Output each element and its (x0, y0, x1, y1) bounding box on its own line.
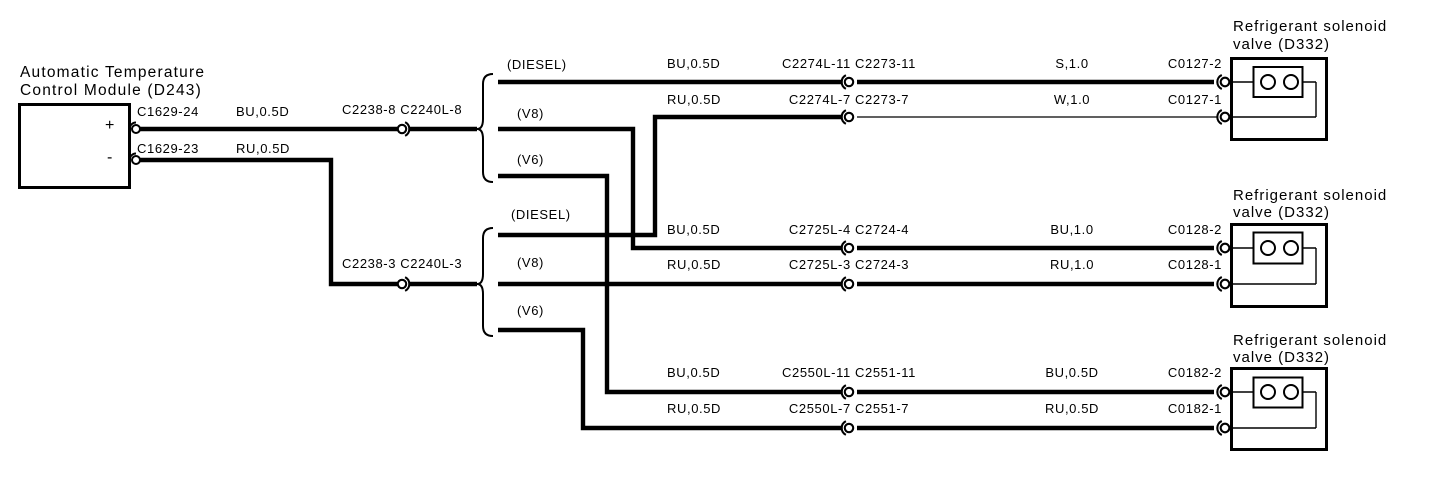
valve2-title-line1: Refrigerant solenoid (1233, 187, 1388, 204)
row6-pin-label: C0182-1 (1167, 401, 1222, 416)
row4-wire-right-label: RU,1.0 (1049, 257, 1095, 272)
row5-connector-label: C2550L-11 C2551-11 (782, 365, 916, 380)
valve-box-2 (1230, 223, 1328, 308)
solenoid-coil-terminal (1283, 240, 1299, 256)
row2-connector-label: C2274L-7 C2273-7 (788, 92, 910, 107)
wire-diesel-negative (498, 114, 841, 238)
row4-connector-label: C2725L-3 C2724-3 (788, 257, 910, 272)
solenoid-coil-terminal (1260, 74, 1276, 90)
branch-b-v8-label: (V8) (517, 255, 544, 270)
splice-connector-symbols (396, 121, 411, 292)
row2-wire-left-label: RU,0.5D (667, 92, 722, 107)
row5-pin-label: C0182-2 (1167, 365, 1222, 380)
pin-bottom-connector-label: C1629-23 (137, 141, 199, 156)
solenoid-coil-terminal (1260, 240, 1276, 256)
valve3-title-line1: Refrigerant solenoid (1233, 332, 1388, 349)
branch-a-v6-label: (V6) (517, 152, 544, 167)
branch-a-v8-label: (V8) (517, 106, 544, 121)
pin-top-wire-label: BU,0.5D (236, 104, 290, 119)
module-title-line1: Automatic Temperature (20, 64, 206, 81)
row4-pin-label: C0128-1 (1167, 257, 1222, 272)
solenoid-coil-terminal (1260, 384, 1276, 400)
splitter-a-label: C2238-8 C2240L-8 (342, 102, 463, 117)
row6-wire-left-label: RU,0.5D (667, 401, 722, 416)
valve3-title-line2: valve (D332) (1233, 349, 1331, 366)
row3-wire-right-label: BU,1.0 (1050, 222, 1094, 237)
valve2-title-line2: valve (D332) (1233, 204, 1331, 221)
valve-box-1 (1230, 57, 1328, 141)
row2-wire-right-label: W,1.0 (1053, 92, 1091, 107)
row6-connector-label: C2550L-7 C2551-7 (788, 401, 910, 416)
module-pin-connector-symbols (128, 121, 141, 165)
branch-a-diesel-label: (DIESEL) (507, 57, 567, 72)
negative-feed-wire (140, 157, 477, 287)
valve-box-3 (1230, 367, 1328, 451)
row1-connector-label: C2274L-11 C2273-11 (782, 56, 916, 71)
splitter-a-brace (476, 73, 494, 183)
solenoid-coil-terminal (1283, 74, 1299, 90)
wire-v6-negative (498, 327, 1214, 431)
valve1-title-line2: valve (D332) (1233, 36, 1331, 53)
wire-v8-positive (498, 126, 1214, 251)
splitter-b-brace (476, 227, 494, 337)
module-terminal-plus: + (105, 117, 115, 134)
module-terminal-minus: - (107, 149, 113, 166)
row1-pin-label: C0127-2 (1167, 56, 1222, 71)
pin-top-connector-label: C1629-24 (137, 104, 199, 119)
branch-b-v6-label: (V6) (517, 303, 544, 318)
valve1-title-line1: Refrigerant solenoid (1233, 18, 1388, 35)
module-box (18, 103, 131, 189)
solenoid-coil-terminal (1283, 384, 1299, 400)
valve-pin-connector-symbols (1216, 74, 1231, 436)
row3-connector-label: C2725L-4 C2724-4 (788, 222, 910, 237)
row1-wire-right-label: S,1.0 (1055, 56, 1089, 71)
splitter-b-label: C2238-3 C2240L-3 (342, 256, 463, 271)
row3-pin-label: C0128-2 (1167, 222, 1222, 237)
row1-wire-left-label: BU,0.5D (667, 56, 721, 71)
row6-wire-right-label: RU,0.5D (1044, 401, 1100, 416)
module-title-line2: Control Module (D243) (20, 82, 202, 99)
row5-wire-right-label: BU,0.5D (1045, 365, 1099, 380)
row3-wire-left-label: BU,0.5D (667, 222, 721, 237)
row4-wire-left-label: RU,0.5D (667, 257, 722, 272)
row2-pin-label: C0127-1 (1167, 92, 1222, 107)
pin-bottom-wire-label: RU,0.5D (236, 141, 291, 156)
row-connector-symbols (840, 74, 855, 436)
row5-wire-left-label: BU,0.5D (667, 365, 721, 380)
branch-b-diesel-label: (DIESEL) (511, 207, 571, 222)
